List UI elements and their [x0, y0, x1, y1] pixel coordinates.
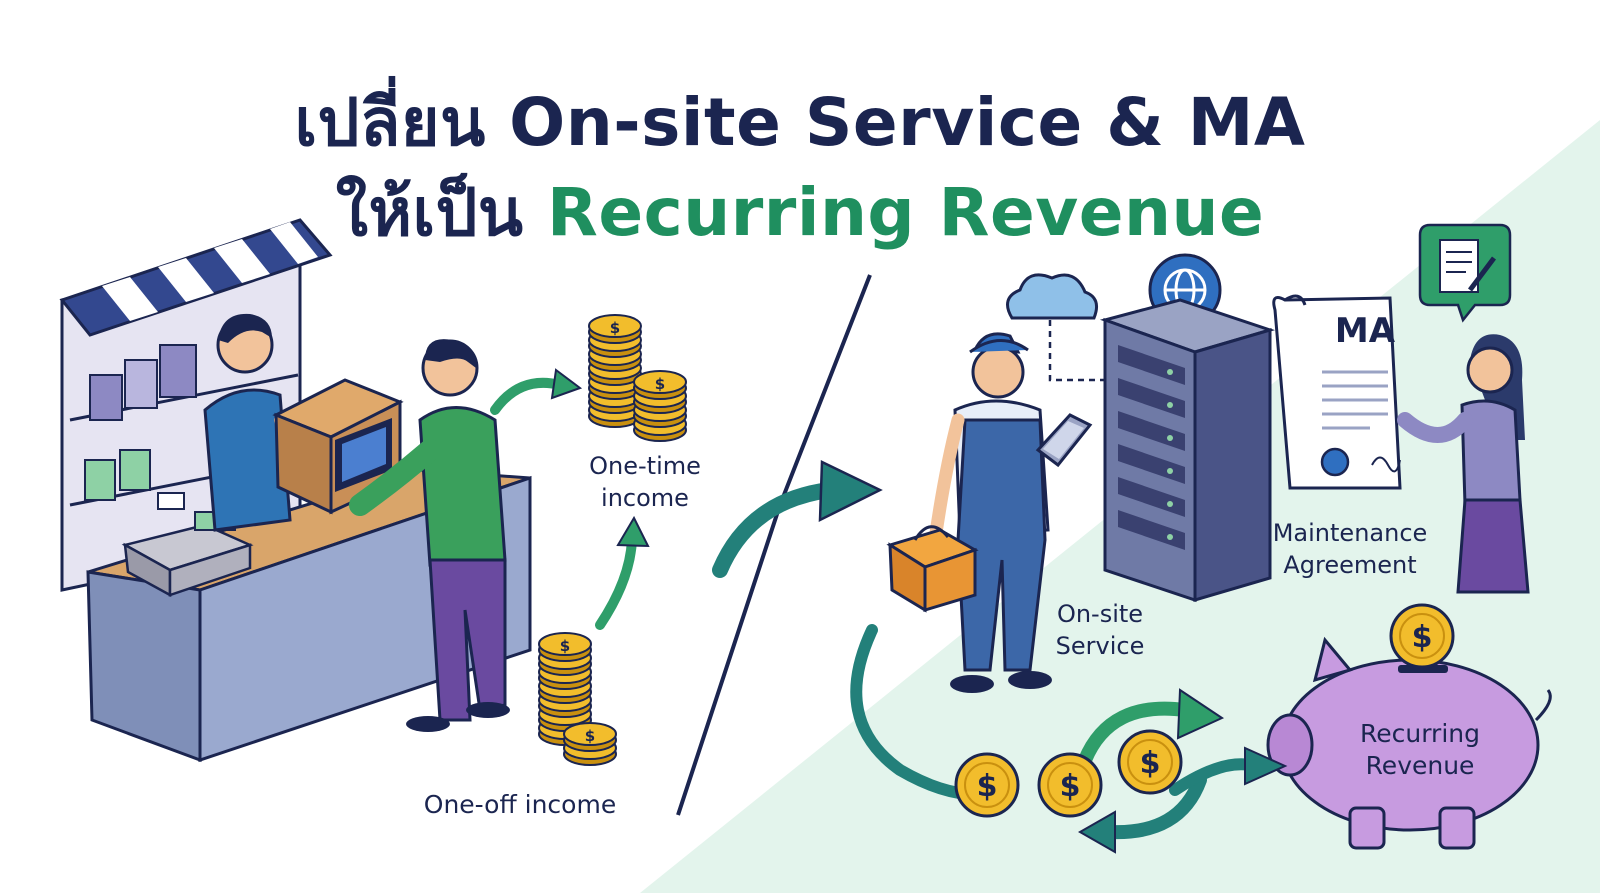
svg-text:$: $: [1412, 620, 1433, 655]
advisor-figure: [1397, 334, 1530, 594]
cloud-icon: [1006, 273, 1098, 320]
label-recurring-revenue: Recurring Revenue: [1360, 719, 1480, 780]
document-edit-icon: [1418, 223, 1512, 323]
tablet-icon: [1035, 413, 1093, 468]
arrow-to-piggy: [1169, 758, 1256, 796]
server-rack-icon: [1099, 298, 1276, 603]
arrow-to-coins: [490, 377, 565, 415]
title-highlight: Recurring Revenue: [547, 174, 1265, 251]
label-maintenance-agreement: Maintenance Agreement: [1272, 519, 1428, 579]
technician-figure: [928, 332, 1052, 693]
cash-register-icon: [121, 492, 254, 598]
title-prefix: ให้เป็น: [335, 174, 524, 251]
transition-arrow-head: [818, 460, 883, 523]
arrow-head-up: [616, 515, 650, 548]
cycle-arrow-top-head: [1176, 688, 1225, 740]
cycle-arrow-bottom: [1103, 773, 1207, 840]
transition-arrow: [712, 482, 838, 578]
ma-document: MA: [1272, 294, 1402, 490]
cycle-arrow-bottom-head: [1077, 810, 1116, 854]
toolbox-icon: [886, 525, 979, 613]
ma-document-title: MA: [1335, 311, 1396, 351]
piggy-bank-icon: [1266, 636, 1552, 850]
arrow-head: [550, 368, 583, 400]
title-line-2: ให้เป็น Recurring Revenue: [0, 160, 1600, 265]
svg-text:$: $: [1140, 746, 1161, 781]
coin-row: $ $ $: [954, 729, 1183, 818]
coin-stack-bottom: $ $: [538, 632, 617, 766]
seal-icon: [1320, 447, 1350, 477]
svg-text:$: $: [655, 375, 665, 393]
connector-dashed: [1048, 320, 1105, 382]
svg-text:$: $: [560, 637, 570, 655]
label-one-time-income: One-time income: [589, 452, 701, 512]
customer-figure: [349, 339, 510, 732]
coin-stack-top: $ $: [588, 314, 687, 442]
svg-text:$: $: [610, 319, 620, 337]
svg-text:$: $: [977, 769, 998, 804]
cycle-arrow-top: [1078, 701, 1192, 767]
arrow-up: [595, 535, 637, 630]
svg-text:$: $: [585, 727, 595, 745]
title-line-1: เปลี่ยน On-site Service & MA: [294, 84, 1306, 161]
svg-text:$: $: [1060, 769, 1081, 804]
computer-monitor-icon: [335, 418, 392, 492]
coin-into-piggy: $: [1389, 603, 1455, 669]
label-on-site-service: On-site Service: [1055, 600, 1145, 660]
label-one-off-income: One-off income: [423, 790, 617, 819]
arrow-to-piggy-head: [1244, 746, 1288, 786]
